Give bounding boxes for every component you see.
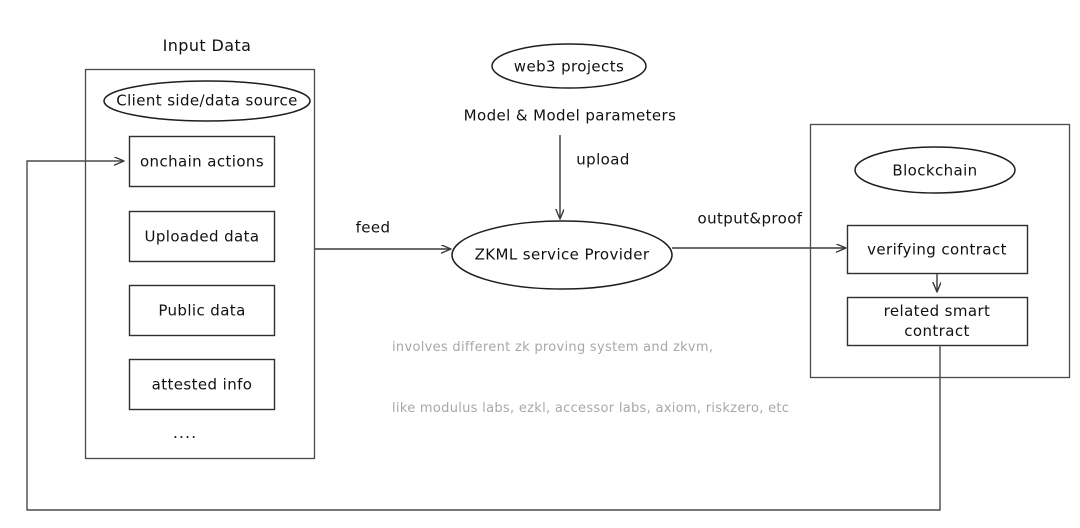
public-data-box	[128, 284, 276, 337]
zkml-caption: involves different zk proving system and…	[392, 298, 789, 459]
upload-label: upload	[576, 150, 630, 169]
public-data-label: Public data	[158, 301, 246, 320]
verifying-contract-box	[846, 224, 1029, 275]
web3-projects-label: web3 projects	[513, 57, 625, 76]
verifying-contract-label: verifying contract	[867, 240, 1007, 259]
uploaded-data-box	[128, 210, 276, 263]
zkml-caption-line-2: like modulus labs, ezkl, accessor labs, …	[392, 400, 790, 416]
related-smart-contract-box	[846, 296, 1029, 347]
blockchain-label: Blockchain	[892, 161, 978, 180]
onchain-actions-label: onchain actions	[139, 152, 265, 171]
attested-info-box	[128, 358, 276, 411]
zkml-provider-label: ZKML service Provider	[474, 245, 650, 264]
attested-info-label: attested info	[151, 375, 253, 394]
client-side-label: Client side/data source	[116, 91, 298, 110]
feed-label: feed	[355, 218, 391, 237]
uploaded-data-label: Uploaded data	[144, 227, 260, 246]
output-proof-label: output&proof	[697, 209, 803, 228]
feedback-loop-arrow	[26, 161, 941, 511]
web3-projects-oval	[491, 43, 647, 89]
input-data-title: Input Data	[162, 36, 252, 55]
zkml-provider-oval	[451, 220, 673, 290]
ellipsis-label: ....	[172, 423, 198, 442]
model-parameters-label: Model & Model parameters	[463, 106, 677, 125]
client-side-oval	[103, 80, 311, 122]
blockchain-oval	[854, 146, 1016, 194]
onchain-actions-box	[128, 135, 276, 188]
input-data-container	[84, 68, 316, 460]
zkml-caption-line-1: involves different zk proving system and…	[392, 340, 714, 356]
